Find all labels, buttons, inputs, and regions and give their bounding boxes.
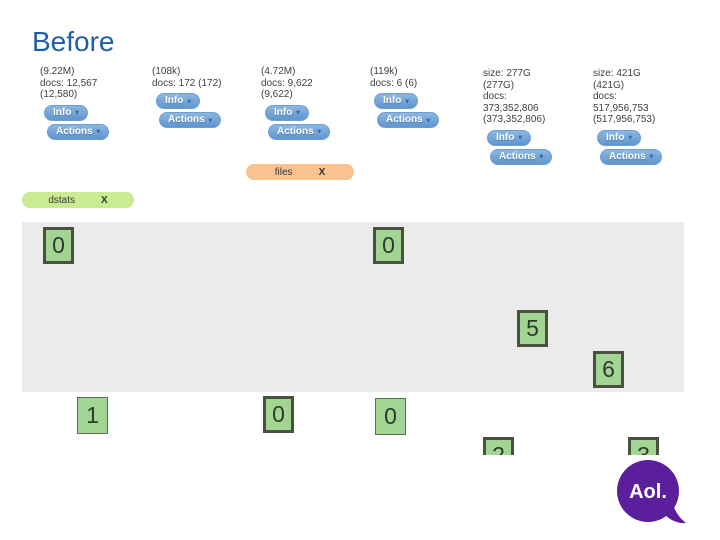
actions-label: Actions [609, 150, 646, 162]
chevron-down-icon: ▾ [208, 117, 213, 124]
info-dropdown-button[interactable]: Info▾ [374, 93, 418, 109]
tab-files[interactable]: files X [246, 164, 354, 180]
close-icon[interactable]: X [318, 166, 326, 178]
info-label: Info [606, 131, 625, 143]
chevron-down-icon: ▾ [426, 117, 431, 124]
docs-value: (9,622) [261, 89, 293, 100]
shard-box[interactable]: 1 [77, 397, 108, 434]
aol-logo: Aol. [617, 460, 686, 524]
index-stats-column: size: 421G (421G) docs: 517,956,753 (517… [593, 68, 663, 165]
info-dropdown-button[interactable]: Info▾ [597, 129, 641, 146]
info-dropdown-button[interactable]: Info▾ [487, 129, 531, 146]
shard-region: 0 0 5 6 1 0 0 2 3 [0, 215, 720, 455]
info-dropdown-button[interactable]: Info▾ [156, 93, 200, 109]
actions-dropdown-button[interactable]: Actions▾ [47, 123, 110, 140]
info-label: Info [383, 95, 402, 106]
docs-value: docs: 9,622 [261, 77, 313, 89]
chevron-down-icon: ▾ [405, 98, 409, 105]
shard-box[interactable]: 0 [43, 227, 74, 264]
aol-logo-bubble-tail [663, 504, 686, 524]
size-value: size: 421G [593, 68, 641, 79]
docs-value: 373,352,806 [483, 102, 539, 114]
chevron-down-icon: ▾ [539, 153, 544, 161]
close-icon[interactable]: X [101, 194, 108, 206]
info-label: Info [165, 95, 184, 106]
actions-label: Actions [56, 125, 93, 137]
actions-dropdown-button[interactable]: Actions▾ [600, 148, 663, 165]
shard-grid-panel [22, 222, 684, 392]
chevron-down-icon: ▾ [628, 134, 632, 142]
aol-logo-text: Aol. [629, 481, 667, 503]
tab-dstats-label: dstats [48, 194, 75, 206]
size-value: size: 277G [483, 68, 531, 79]
actions-dropdown-button[interactable]: Actions▾ [377, 112, 440, 128]
actions-label: Actions [168, 114, 205, 125]
chevron-down-icon: ▾ [649, 153, 654, 161]
info-dropdown-button[interactable]: Info▾ [265, 104, 309, 121]
shard-box[interactable]: 6 [593, 351, 624, 388]
index-stats-column: (108k) docs: 172 (172) Info▾ Actions▾ [152, 66, 222, 128]
shard-box[interactable]: 5 [517, 310, 548, 347]
docs-value: (12,580) [40, 89, 78, 100]
index-stats-column: (119k) docs: 6 (6) Info▾ Actions▾ [370, 66, 440, 128]
chevron-down-icon: ▾ [96, 128, 101, 136]
docs-label: docs: [593, 91, 617, 102]
size-value: (9.22M) [40, 66, 75, 77]
actions-label: Actions [277, 125, 314, 137]
actions-label: Actions [386, 114, 423, 125]
chevron-down-icon: ▾ [296, 109, 300, 117]
info-dropdown-button[interactable]: Info▾ [44, 104, 88, 121]
docs-value: 517,956,753 [593, 102, 649, 114]
docs-value: docs: 12,567 [40, 77, 98, 89]
size-value: (421G) [593, 79, 625, 91]
size-value: (119k) [370, 66, 398, 77]
size-value: (277G) [483, 79, 515, 91]
shard-box[interactable]: 0 [373, 227, 404, 264]
tab-files-label: files [274, 166, 293, 178]
docs-value: docs: 6 (6) [370, 77, 418, 89]
aol-logo-bubble [617, 460, 679, 522]
actions-dropdown-button[interactable]: Actions▾ [159, 112, 222, 128]
chevron-down-icon: ▾ [317, 128, 322, 136]
size-value: (4.72M) [261, 66, 296, 77]
info-label: Info [274, 106, 293, 118]
actions-dropdown-button[interactable]: Actions▾ [268, 123, 331, 140]
actions-label: Actions [499, 150, 536, 162]
docs-value: (517,956,753) [593, 114, 656, 125]
shard-box[interactable]: 0 [263, 396, 294, 433]
shard-box[interactable]: 2 [483, 437, 514, 455]
shard-box[interactable]: 0 [375, 398, 406, 435]
actions-dropdown-button[interactable]: Actions▾ [490, 148, 553, 165]
size-value: (108k) [152, 66, 181, 77]
shard-box[interactable]: 3 [628, 437, 659, 455]
chevron-down-icon: ▾ [75, 109, 79, 117]
docs-value: (373,352,806) [483, 114, 546, 125]
docs-value: docs: 172 (172) [152, 77, 222, 89]
chevron-down-icon: ▾ [518, 134, 522, 142]
index-stats-column: (4.72M) docs: 9,622 (9,622) Info▾ Action… [261, 66, 331, 140]
docs-label: docs: [483, 91, 507, 102]
index-stats-column: size: 277G (277G) docs: 373,352,806 (373… [483, 68, 553, 165]
chevron-down-icon: ▾ [187, 98, 191, 105]
tab-dstats[interactable]: dstats X [22, 192, 134, 208]
page-title: Before [32, 26, 115, 57]
info-label: Info [496, 131, 515, 143]
index-stats-column: (9.22M) docs: 12,567 (12,580) Info▾ Acti… [40, 66, 110, 140]
info-label: Info [53, 106, 72, 118]
